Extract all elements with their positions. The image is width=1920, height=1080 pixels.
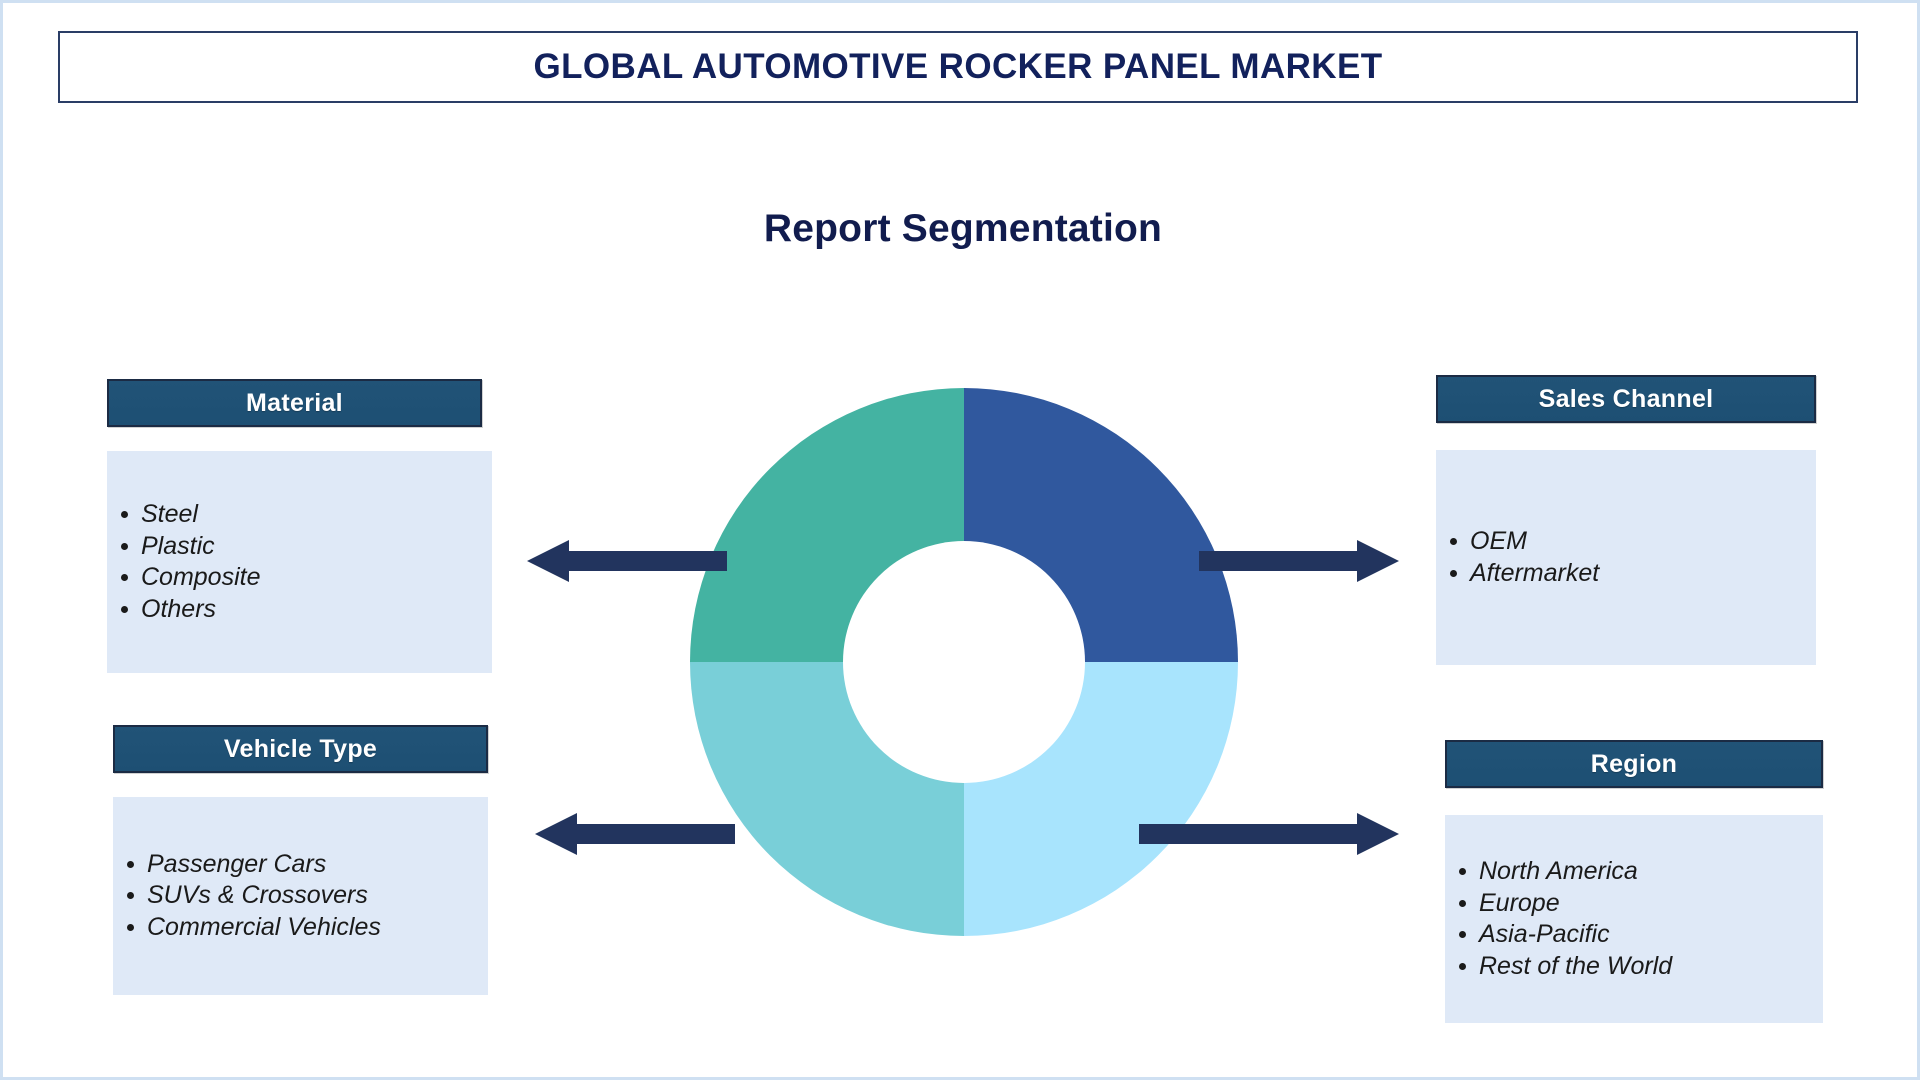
list-item: Rest of the World <box>1458 951 1672 983</box>
donut-center-hole <box>843 541 1085 783</box>
list-item: Europe <box>1458 888 1672 920</box>
donut-svg <box>690 388 1238 936</box>
segment-body-sales-channel: OEM Aftermarket <box>1436 450 1816 665</box>
arrow-to-material <box>527 540 727 582</box>
segment-list-material: Steel Plastic Composite Others <box>107 499 261 625</box>
segment-header-label: Vehicle Type <box>223 734 378 763</box>
arrow-to-sales-channel <box>1199 540 1399 582</box>
page-title: GLOBAL AUTOMOTIVE ROCKER PANEL MARKET <box>533 47 1383 86</box>
arrow-right-icon <box>1199 540 1399 582</box>
list-item: SUVs & Crossovers <box>127 880 381 912</box>
segment-body-region: North America Europe Asia-Pacific Rest o… <box>1445 815 1823 1023</box>
list-item: North America <box>1458 856 1672 888</box>
segment-header-region[interactable]: Region <box>1445 740 1823 788</box>
segment-body-material: Steel Plastic Composite Others <box>107 451 492 673</box>
segment-list-sales-channel: OEM Aftermarket <box>1436 526 1599 589</box>
title-banner: GLOBAL AUTOMOTIVE ROCKER PANEL MARKET <box>58 31 1858 103</box>
segment-header-material[interactable]: Material <box>107 379 482 427</box>
arrow-left-icon <box>527 540 727 582</box>
list-item: Plastic <box>121 531 261 563</box>
segment-header-sales-channel[interactable]: Sales Channel <box>1436 375 1816 423</box>
list-item: Commercial Vehicles <box>127 912 381 944</box>
segment-list-region: North America Europe Asia-Pacific Rest o… <box>1445 856 1672 982</box>
list-item: Steel <box>121 499 261 531</box>
subtitle-report-segmentation: Report Segmentation <box>763 207 1163 250</box>
list-item: Aftermarket <box>1449 558 1599 590</box>
segment-header-vehicle-type[interactable]: Vehicle Type <box>113 725 488 773</box>
list-item: OEM <box>1449 526 1599 558</box>
list-item: Passenger Cars <box>127 849 381 881</box>
segment-header-label: Sales Channel <box>1538 384 1714 413</box>
arrow-to-region <box>1139 813 1399 855</box>
list-item: Asia-Pacific <box>1458 919 1672 951</box>
list-item: Composite <box>121 562 261 594</box>
arrow-to-vehicle-type <box>535 813 735 855</box>
segment-header-label: Region <box>1590 749 1678 778</box>
segment-header-label: Material <box>246 388 343 417</box>
segment-list-vehicle-type: Passenger Cars SUVs & Crossovers Commerc… <box>113 849 381 944</box>
segment-body-vehicle-type: Passenger Cars SUVs & Crossovers Commerc… <box>113 797 488 995</box>
list-item: Others <box>121 594 261 626</box>
arrow-left-icon <box>535 813 735 855</box>
segmentation-donut-chart <box>689 387 1239 937</box>
arrow-right-icon <box>1139 813 1399 855</box>
